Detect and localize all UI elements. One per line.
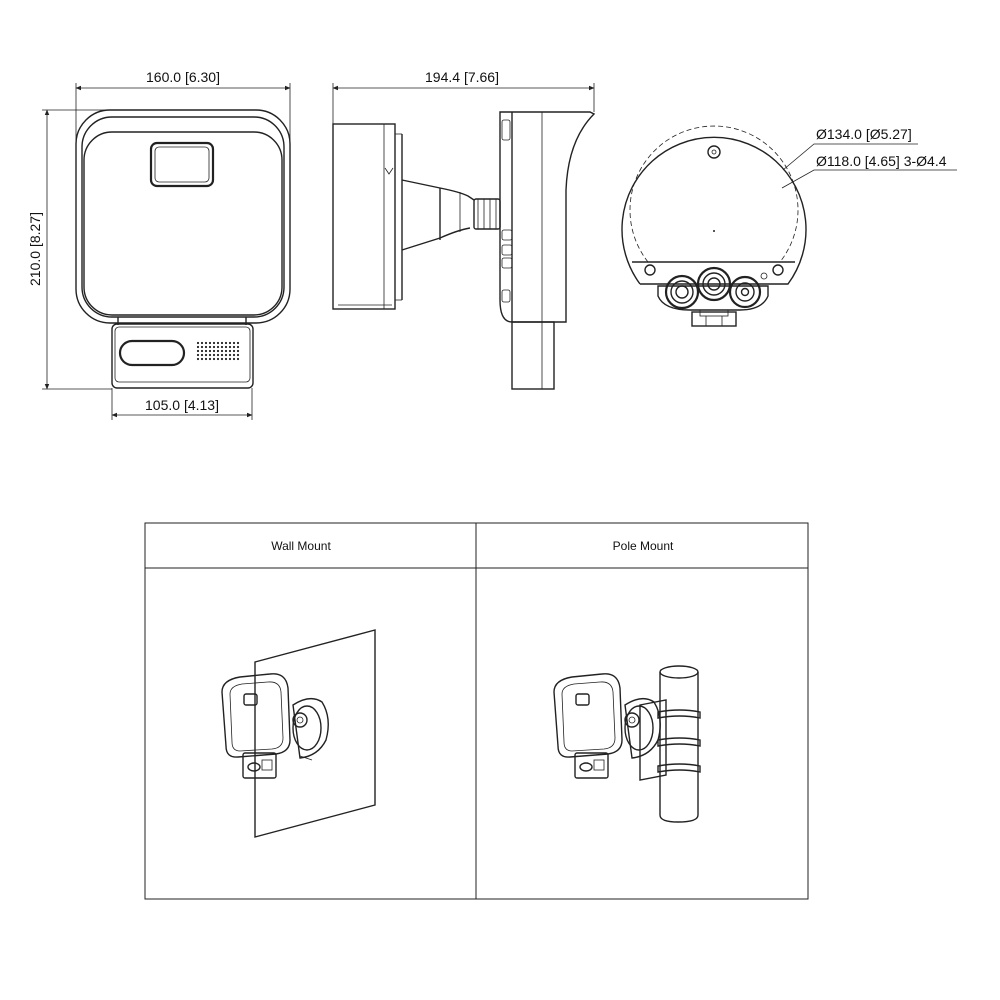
- speaker-grille: [196, 341, 240, 361]
- camera-housing: [75, 109, 291, 324]
- mount-table: Wall Mount Pole Mount: [144, 522, 809, 900]
- pole: [659, 672, 699, 823]
- base-width-label: 105.0 [4.13]: [145, 397, 219, 413]
- outer-diameter-label: Ø134.0 [Ø5.27]: [816, 126, 912, 142]
- bolt-circle: [629, 125, 799, 263]
- cable-port-left: [664, 274, 700, 310]
- front-view: 160.0 [6.30] 210.0 [8.27] 105.0 [4.13]: [27, 69, 291, 420]
- mount-base-outline: [621, 136, 807, 285]
- pole-mount-illustration: [553, 665, 701, 823]
- wall-mount-header: Wall Mount: [271, 539, 331, 553]
- front-width-label: 160.0 [6.30]: [146, 69, 220, 85]
- pole-mount-header: Pole Mount: [613, 539, 674, 553]
- camera-base: [111, 323, 254, 389]
- cable-port-center: [696, 266, 732, 302]
- wall-panel: [254, 629, 376, 838]
- side-view: 194.4 [7.66]: [332, 69, 596, 390]
- screw-hole-right: [772, 264, 784, 276]
- light-indicator: [118, 339, 186, 367]
- outer-diameter-leader: [782, 143, 918, 171]
- inner-diameter-leader: [781, 169, 957, 189]
- inner-diameter-label: Ø118.0 [4.65] 3-Ø4.4: [816, 153, 947, 169]
- front-height-label: 210.0 [8.27]: [27, 212, 43, 286]
- screw-hole-top: [707, 145, 721, 159]
- side-depth-label: 194.4 [7.66]: [425, 69, 499, 85]
- mount-base-bottom-view: Ø134.0 [Ø5.27] Ø118.0 [4.65] 3-Ø4.4: [621, 125, 957, 327]
- screw-hole-left: [644, 264, 656, 276]
- cable-clip: [691, 311, 737, 327]
- base-side: [511, 321, 555, 390]
- camera-illustration-pole: [553, 673, 623, 758]
- sensor-window: [149, 141, 215, 188]
- camera-body-side: [499, 111, 596, 323]
- wall-mount-illustration: [221, 629, 376, 838]
- camera-illustration-wall: [221, 673, 291, 758]
- cable-port-right: [728, 275, 762, 309]
- mount-base-side: [332, 123, 396, 310]
